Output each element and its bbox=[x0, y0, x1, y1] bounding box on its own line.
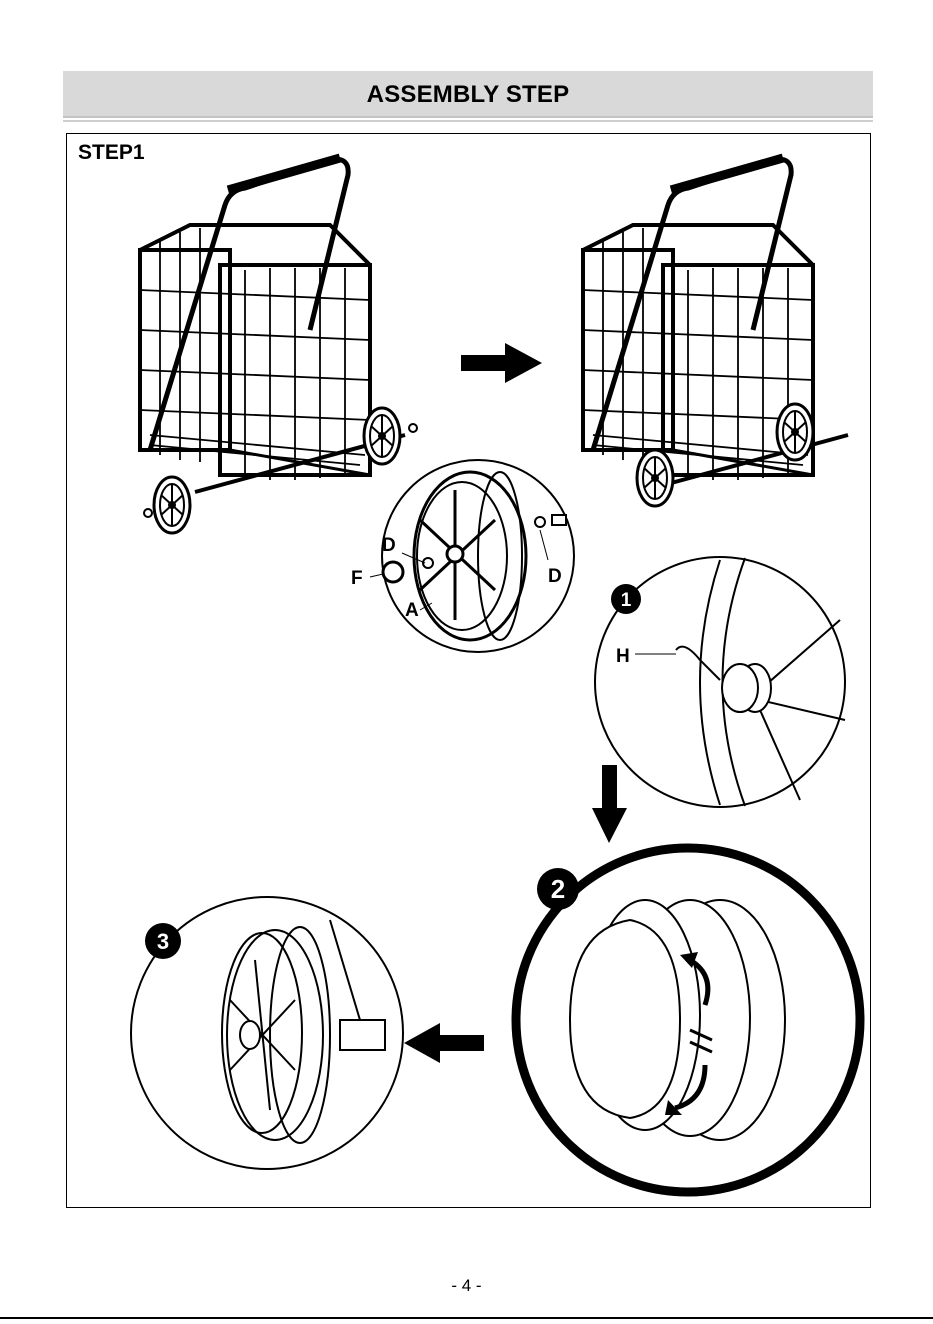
part-label-d-top: D bbox=[382, 535, 396, 556]
cart-exploded bbox=[140, 158, 417, 533]
page-number: - 4 - bbox=[0, 1276, 933, 1296]
badge-2-label: 2 bbox=[551, 874, 565, 904]
part-label-d-right: D bbox=[548, 566, 562, 587]
part-label-a: A bbox=[405, 600, 419, 621]
part-label-h: H bbox=[616, 646, 630, 667]
cart-assembled bbox=[583, 158, 848, 506]
arrow-right-icon bbox=[461, 343, 542, 383]
badge-3-label: 3 bbox=[157, 929, 169, 954]
footer-divider bbox=[0, 1317, 933, 1319]
arrow-down-icon bbox=[592, 765, 627, 843]
part-label-f: F bbox=[351, 568, 363, 589]
wheel-detail-circle bbox=[370, 460, 574, 652]
badge-1-label: 1 bbox=[621, 590, 632, 611]
arrow-left-icon bbox=[404, 1023, 484, 1063]
